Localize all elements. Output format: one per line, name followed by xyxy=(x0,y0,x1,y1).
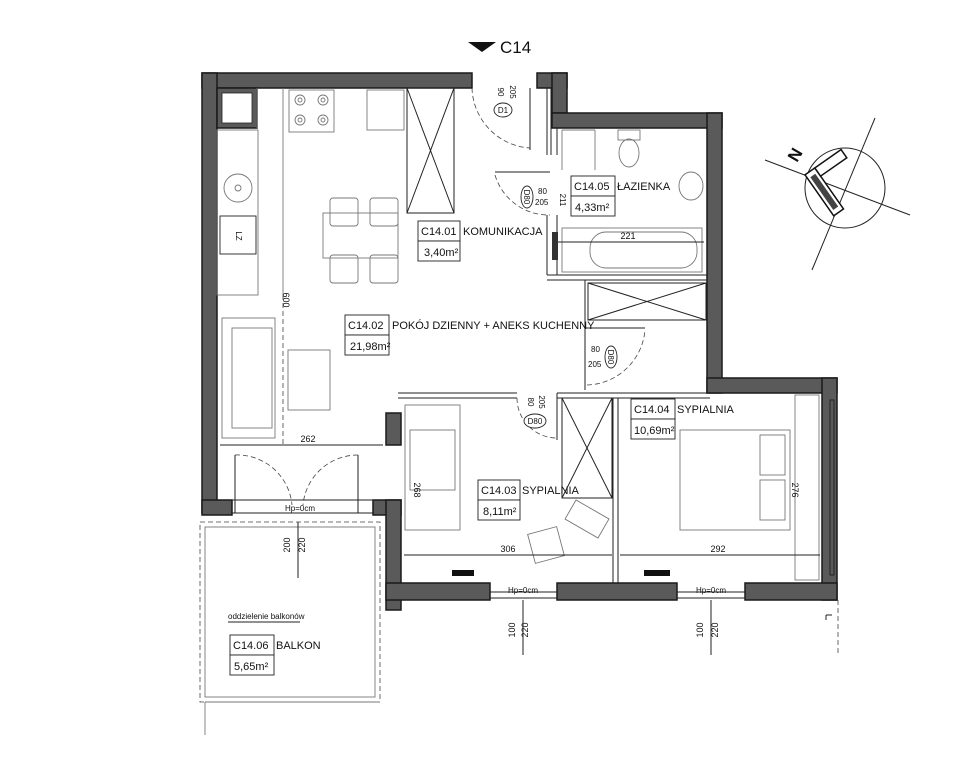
balcony-door-swing-right[interactable] xyxy=(302,454,359,506)
room-label-living: C14.02 POKÓJ DZIENNY + ANEKS KUCHENNY 21… xyxy=(344,314,595,356)
svg-text:D80: D80 xyxy=(606,350,615,365)
wall-left xyxy=(201,72,218,514)
dim-bed-left-height: 268 xyxy=(412,482,422,497)
svg-text:5,65m²: 5,65m² xyxy=(234,661,269,673)
bedroom-right-door-swing[interactable] xyxy=(586,329,646,386)
svg-text:8,11m²: 8,11m² xyxy=(483,506,517,518)
svg-text:ŁAZIENKA: ŁAZIENKA xyxy=(617,181,671,193)
north-arrow-icon xyxy=(803,148,848,217)
sink xyxy=(223,173,253,203)
svg-text:C14.04: C14.04 xyxy=(634,404,669,416)
room-label-bathroom: C14.05 ŁAZIENKA 4,33m² xyxy=(570,175,671,217)
fridge-label: LZ xyxy=(234,231,243,240)
svg-text:C14.01: C14.01 xyxy=(421,226,456,238)
bathroom-door-swing[interactable] xyxy=(494,174,551,216)
svg-text:POKÓJ DZIENNY + ANEKS KUCHENNY: POKÓJ DZIENNY + ANEKS KUCHENNY xyxy=(392,319,595,332)
wall-bath-top xyxy=(551,112,723,129)
windows xyxy=(490,399,835,599)
entrance-arrow-icon xyxy=(468,42,496,52)
svg-text:D80: D80 xyxy=(528,417,543,426)
svg-text:80: 80 xyxy=(538,187,547,196)
svg-text:80: 80 xyxy=(526,398,535,407)
room-label-balcony: C14.06 BALKON 5,65m² xyxy=(229,634,321,676)
svg-text:BALKON: BALKON xyxy=(276,640,321,652)
svg-text:205: 205 xyxy=(535,198,549,207)
svg-text:211: 211 xyxy=(558,194,567,207)
bathtub xyxy=(561,227,703,273)
dining-table xyxy=(322,212,399,259)
sill-bed-right: Hp=0cm xyxy=(696,586,726,595)
sofa xyxy=(221,317,276,439)
svg-text:D80: D80 xyxy=(522,190,531,205)
svg-text:205: 205 xyxy=(588,360,602,369)
wall-bottom-2 xyxy=(556,582,678,601)
wall-bottom-3 xyxy=(744,582,838,601)
compass: N xyxy=(764,117,911,271)
bed-right xyxy=(679,429,791,531)
interior-walls xyxy=(398,87,820,583)
svg-text:C14.03: C14.03 xyxy=(481,485,516,497)
svg-text:220: 220 xyxy=(710,622,720,637)
svg-text:90: 90 xyxy=(496,88,505,97)
dim-living-width: 262 xyxy=(300,434,315,444)
svg-text:21,98m²: 21,98m² xyxy=(350,341,391,353)
entrance-marker: C14 xyxy=(468,38,531,57)
dim-bed-left-width: 306 xyxy=(500,544,515,554)
dim-living-height: 600 xyxy=(281,292,291,307)
svg-text:220: 220 xyxy=(520,622,530,637)
entrance-door-swing[interactable] xyxy=(471,87,531,149)
compass-circle xyxy=(804,147,886,229)
balcony-door-swing-left[interactable] xyxy=(234,454,293,506)
wall-column xyxy=(385,412,402,446)
walls xyxy=(201,72,838,611)
sill-bed-left: Hp=0cm xyxy=(508,586,538,595)
sill-balcony: Hp=0cm xyxy=(285,504,315,513)
svg-text:C14.05: C14.05 xyxy=(574,181,609,193)
balcony-separation-note: oddzielenie balkonów xyxy=(228,612,305,621)
entrance-marker-label: C14 xyxy=(500,38,531,57)
furniture: LZ xyxy=(216,88,791,576)
svg-text:205: 205 xyxy=(508,85,517,99)
svg-text:200: 200 xyxy=(282,537,292,552)
wall-left-bottom xyxy=(201,499,233,516)
room-label-bedroom-left: C14.03 SYPIALNIA 8,11m² xyxy=(477,479,580,521)
fridge xyxy=(219,215,257,255)
svg-text:220: 220 xyxy=(297,537,307,552)
wall-step-vertical xyxy=(551,72,568,114)
compass-north-label: N xyxy=(784,145,807,165)
entrance-door-code: D1 xyxy=(498,106,509,115)
wall-right-upper xyxy=(706,112,723,394)
dim-bed-right-height: 276 xyxy=(790,482,800,497)
svg-text:SYPIALNIA: SYPIALNIA xyxy=(677,404,735,416)
doors: D1 90 205 D80 80 205 211 D80 80 205 D80 … xyxy=(232,85,646,514)
hob xyxy=(288,89,335,133)
svg-text:100: 100 xyxy=(695,622,705,637)
svg-text:100: 100 xyxy=(507,622,517,637)
balcony xyxy=(199,521,381,735)
svg-text:4,33m²: 4,33m² xyxy=(575,202,610,214)
svg-text:205: 205 xyxy=(537,395,546,409)
wall-top-left xyxy=(201,72,473,89)
room-label-bedroom-right: C14.04 SYPIALNIA 10,69m² xyxy=(630,398,735,440)
wall-right-step xyxy=(706,377,838,394)
svg-text:3,40m²: 3,40m² xyxy=(424,247,459,259)
wall-bottom-1 xyxy=(385,582,491,601)
svg-text:C14.02: C14.02 xyxy=(348,320,383,332)
svg-text:SYPIALNIA: SYPIALNIA xyxy=(522,485,580,497)
dimensions: 600 262 221 268 306 276 292 Hp=0cm 200 2… xyxy=(220,231,839,655)
bed-left xyxy=(404,404,461,531)
svg-text:KOMUNIKACJA: KOMUNIKACJA xyxy=(463,226,543,238)
room-label-komunikacja: C14.01 KOMUNIKACJA 3,40m² xyxy=(417,220,543,262)
toilet xyxy=(618,138,640,168)
room-labels: C14.01 KOMUNIKACJA 3,40m² C14.02 POKÓJ D… xyxy=(229,175,735,676)
svg-text:10,69m²: 10,69m² xyxy=(634,425,675,437)
dim-bed-right-width: 292 xyxy=(710,544,725,554)
svg-text:80: 80 xyxy=(591,345,600,354)
washbasin xyxy=(678,171,704,201)
svg-text:C14.06: C14.06 xyxy=(233,640,268,652)
dim-bathtub: 221 xyxy=(620,231,635,241)
